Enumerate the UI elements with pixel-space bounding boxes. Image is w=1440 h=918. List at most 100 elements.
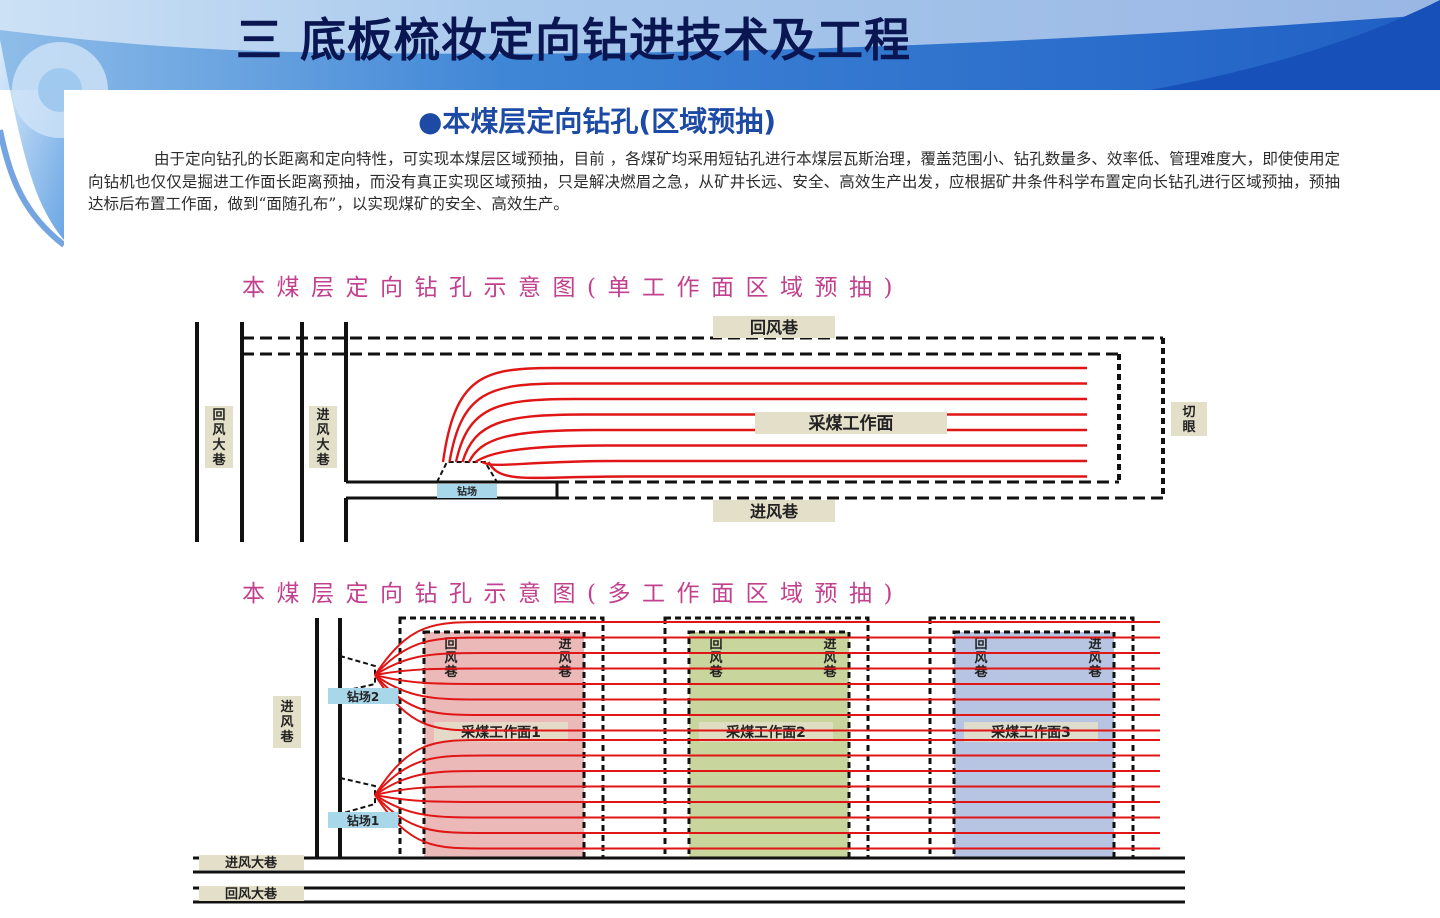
- intake-main-label: 进风大巷: [225, 855, 278, 871]
- drill-site-1-label: 钻场1: [347, 813, 379, 828]
- vertical-label-char: 回: [974, 637, 987, 652]
- borehole-line: [374, 674, 1160, 685]
- label-bg: [199, 886, 304, 901]
- borehole-line: [374, 652, 1160, 676]
- vertical-label-char: 进: [316, 408, 329, 423]
- return-roadway-label: 回风巷: [750, 318, 799, 337]
- borehole-line: [374, 794, 1160, 834]
- vertical-label-char: 回: [444, 637, 457, 652]
- borehole-line: [441, 366, 1087, 463]
- drill-site-bg: [328, 812, 398, 828]
- label-bg: [964, 722, 1098, 742]
- vertical-label-char: 巷: [315, 452, 330, 468]
- vertical-label-char: 大: [316, 437, 329, 453]
- borehole-line: [374, 794, 1160, 819]
- slide-title: 三 底板梳妆定向钻进技术及工程: [236, 13, 912, 67]
- section-title: ●本煤层定向钻孔(区域预抽): [418, 105, 777, 138]
- face-name-label: 采煤工作面3: [990, 724, 1071, 741]
- label-bg: [713, 500, 835, 522]
- drill-site-bg: [328, 688, 398, 704]
- label-bg: [199, 855, 304, 870]
- borehole-line: [374, 667, 1160, 676]
- section-paragraph: 由于定向钻孔的长距离和定向特性，可实现本煤层区域预抽，目前 ，各煤矿均采用短钻孔…: [88, 150, 1340, 213]
- label-bg: [273, 696, 301, 748]
- drill-site-2-label: 钻场2: [347, 689, 379, 704]
- vertical-label-char: 进: [558, 637, 571, 652]
- vertical-label-char: 回: [212, 408, 225, 423]
- label-bg: [434, 722, 568, 742]
- return-main-label: 回风大巷: [225, 886, 278, 902]
- borehole-line: [374, 785, 1160, 796]
- vertical-label-char: 风: [1088, 651, 1101, 666]
- face-return-label: 回风巷: [443, 637, 458, 680]
- borehole-line: [467, 428, 1087, 463]
- vertical-label-char: 风: [444, 651, 457, 666]
- label-bg: [205, 406, 233, 468]
- face-return-label: 回风巷: [973, 637, 988, 680]
- vertical-label-char: 大: [212, 437, 225, 453]
- label-bg: [309, 406, 337, 468]
- vertical-label-char: 风: [280, 715, 293, 730]
- label-bg: [1171, 402, 1207, 436]
- vertical-label-char: 回: [709, 637, 722, 652]
- face-intake-label: 进风巷: [557, 637, 572, 680]
- boreholes-single: [441, 366, 1087, 480]
- vertical-label-char: 巷: [211, 452, 226, 468]
- vertical-label-char: 风: [558, 651, 571, 666]
- borehole-line: [374, 674, 1160, 701]
- vertical-label-char: 进: [823, 637, 836, 652]
- borehole-line: [374, 621, 1160, 676]
- vertical-label-char: 进: [1088, 637, 1101, 652]
- vertical-label-char: 巷: [557, 664, 572, 680]
- vertical-label-char: 风: [212, 423, 225, 438]
- label-bg: [713, 316, 835, 338]
- face-panel-fill: [687, 630, 851, 860]
- label-bg: [699, 722, 833, 742]
- open-cut-label: 切眼: [1182, 405, 1196, 435]
- intake-roadway-label: 进风巷: [279, 700, 294, 745]
- borehole-line: [487, 461, 1087, 480]
- return-main-label: 回风大巷: [211, 408, 226, 468]
- vertical-label-char: 风: [316, 423, 329, 438]
- borehole-line: [374, 739, 1160, 796]
- drill-site-label: 钻场: [457, 485, 477, 498]
- borehole-line: [374, 770, 1160, 796]
- face-name-label: 采煤工作面2: [725, 724, 806, 741]
- vertical-label-char: 巷: [443, 664, 458, 680]
- intake-roadway-label: 进风巷: [750, 502, 799, 521]
- face-intake-label: 进风巷: [1087, 637, 1102, 680]
- borehole-line: [448, 382, 1087, 463]
- vertical-label-char: 风: [709, 651, 722, 666]
- borehole-line: [374, 794, 1160, 803]
- borehole-line: [461, 413, 1087, 463]
- face-intake-label: 进风巷: [822, 637, 837, 680]
- vertical-label-char: 进: [280, 700, 293, 715]
- borehole-line: [374, 754, 1160, 796]
- vertical-label-char: 风: [823, 651, 836, 666]
- borehole-line: [481, 459, 1087, 467]
- borehole-line: [474, 444, 1087, 463]
- drill-site-niche: [436, 461, 498, 483]
- intake-main-label: 进风大巷: [315, 408, 330, 468]
- vertical-label-char: 巷: [1087, 664, 1102, 680]
- drill-site-bg: [437, 484, 497, 498]
- vertical-label-char: 巷: [822, 664, 837, 680]
- vertical-label-char: 巷: [708, 664, 723, 680]
- label-bg: [755, 412, 947, 434]
- drill-site-niche: [339, 655, 376, 693]
- borehole-line: [454, 397, 1087, 463]
- diagram-multi-title: 本煤层定向钻孔示意图(多工作面区域预抽): [242, 581, 904, 607]
- diagram-single: 回风巷 进风巷 采煤工作面 切眼 回风大巷 进风大巷 钻场: [195, 316, 1207, 542]
- borehole-line: [374, 636, 1160, 676]
- working-face-label: 采煤工作面: [808, 413, 894, 434]
- vertical-label-char: 巷: [279, 729, 294, 745]
- vertical-label-char: 风: [974, 651, 987, 666]
- vertical-label-char: 巷: [973, 664, 988, 680]
- face-name-label: 采煤工作面1: [460, 724, 541, 741]
- face-return-label: 回风巷: [708, 637, 723, 680]
- drill-site-niche: [339, 777, 376, 815]
- diagram-single-title: 本煤层定向钻孔示意图(单工作面区域预抽): [242, 275, 904, 301]
